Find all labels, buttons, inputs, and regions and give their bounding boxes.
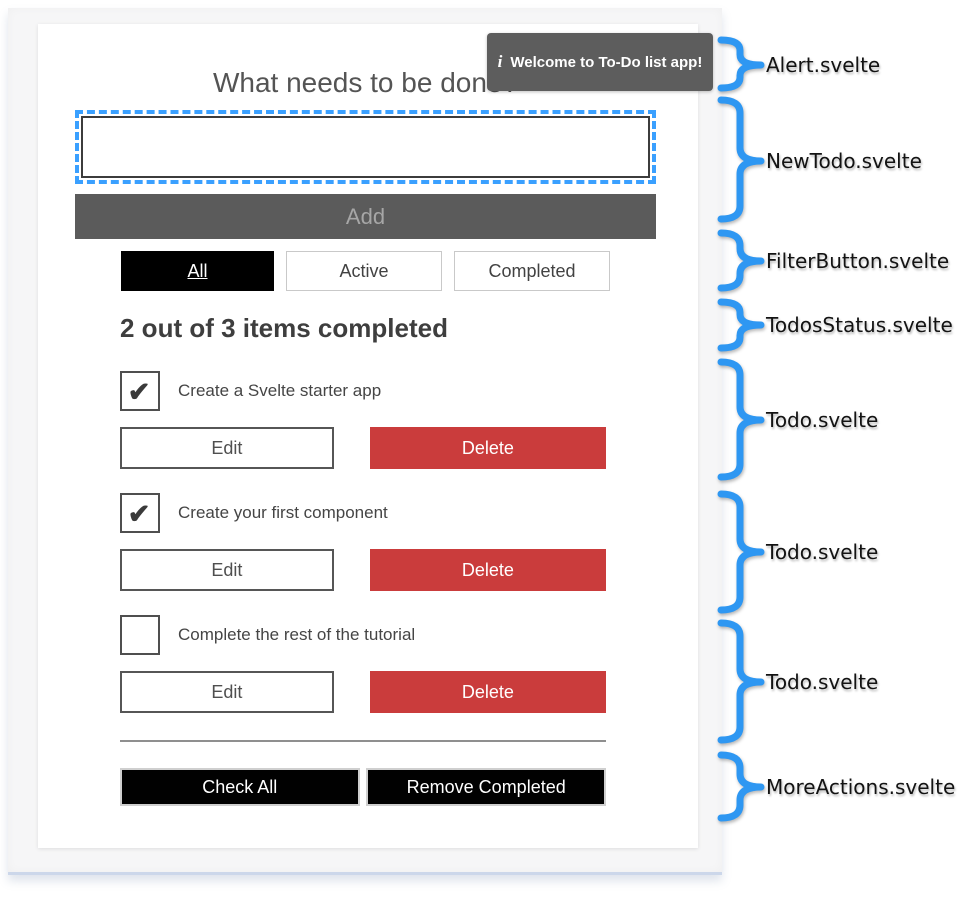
todo-label: Complete the rest of the tutorial bbox=[178, 625, 416, 644]
todo-app-window: What needs to be done? Add All Active Co… bbox=[8, 8, 722, 875]
todo-checkbox[interactable] bbox=[120, 615, 160, 655]
todo-row: Complete the rest of the tutorial bbox=[120, 615, 606, 655]
more-actions-row: Check All Remove Completed bbox=[120, 768, 606, 806]
annotation-label: Todo.svelte bbox=[766, 540, 879, 564]
annotation-label: Todo.svelte bbox=[766, 670, 879, 694]
todo-label: Create your first component bbox=[178, 503, 388, 522]
annotation-brace bbox=[717, 490, 765, 614]
annotation-label: NewTodo.svelte bbox=[766, 149, 922, 173]
input-focus-ring bbox=[75, 110, 656, 184]
info-icon: i bbox=[497, 52, 503, 71]
annotation-brace bbox=[717, 358, 765, 481]
todo-item: ✔ Create a Svelte starter app Edit Delet… bbox=[120, 371, 606, 469]
annotation-brace bbox=[717, 96, 765, 223]
delete-button[interactable]: Delete bbox=[369, 671, 606, 713]
todo-row: ✔ Create your first component bbox=[120, 493, 606, 533]
todo-actions: Edit Delete bbox=[120, 549, 606, 591]
annotation-label: FilterButton.svelte bbox=[766, 249, 950, 273]
todo-item: ✔ Create your first component Edit Delet… bbox=[120, 493, 606, 591]
filter-button-completed[interactable]: Completed bbox=[454, 251, 610, 291]
todo-row: ✔ Create a Svelte starter app bbox=[120, 371, 606, 411]
todo-list: ✔ Create a Svelte starter app Edit Delet… bbox=[120, 371, 606, 713]
filter-row: All Active Completed bbox=[121, 251, 610, 291]
todo-checkbox[interactable]: ✔ bbox=[120, 493, 160, 533]
todo-item: Complete the rest of the tutorial Edit D… bbox=[120, 615, 606, 713]
checkmark-icon: ✔ bbox=[127, 376, 151, 407]
divider bbox=[120, 740, 606, 742]
annotation-label: Alert.svelte bbox=[766, 53, 881, 77]
app-title: What needs to be done? bbox=[212, 67, 519, 98]
alert-message: Welcome to To-Do list app! bbox=[510, 53, 703, 71]
delete-button[interactable]: Delete bbox=[369, 427, 606, 469]
alert-toast[interactable]: i Welcome to To-Do list app! bbox=[487, 33, 713, 91]
remove-completed-button[interactable]: Remove Completed bbox=[366, 768, 606, 806]
edit-button[interactable]: Edit bbox=[120, 549, 334, 591]
annotation-brace bbox=[717, 36, 765, 92]
filter-button-active[interactable]: Active bbox=[286, 251, 442, 291]
filter-button-all[interactable]: All bbox=[121, 251, 274, 291]
delete-button[interactable]: Delete bbox=[369, 549, 606, 591]
annotation-label: TodosStatus.svelte bbox=[766, 313, 953, 337]
checkmark-icon: ✔ bbox=[127, 498, 151, 529]
edit-button[interactable]: Edit bbox=[120, 427, 334, 469]
todo-actions: Edit Delete bbox=[120, 671, 606, 713]
new-todo-input[interactable] bbox=[81, 116, 650, 178]
edit-button[interactable]: Edit bbox=[120, 671, 334, 713]
annotation-brace bbox=[717, 751, 765, 822]
annotation-brace bbox=[717, 298, 765, 352]
todo-app-card: What needs to be done? Add All Active Co… bbox=[38, 24, 698, 848]
todo-checkbox[interactable]: ✔ bbox=[120, 371, 160, 411]
todo-label: Create a Svelte starter app bbox=[178, 381, 382, 400]
add-button[interactable]: Add bbox=[75, 194, 656, 239]
annotation-label: MoreActions.svelte bbox=[766, 775, 956, 799]
todo-actions: Edit Delete bbox=[120, 427, 606, 469]
todo-list-section: 2 out of 3 items completed ✔ Create a Sv… bbox=[120, 313, 606, 806]
annotation-brace bbox=[717, 229, 765, 292]
check-all-button[interactable]: Check All bbox=[120, 768, 360, 806]
annotation-label: Todo.svelte bbox=[766, 408, 879, 432]
annotation-brace bbox=[717, 619, 765, 744]
todos-status-heading: 2 out of 3 items completed bbox=[120, 313, 448, 343]
